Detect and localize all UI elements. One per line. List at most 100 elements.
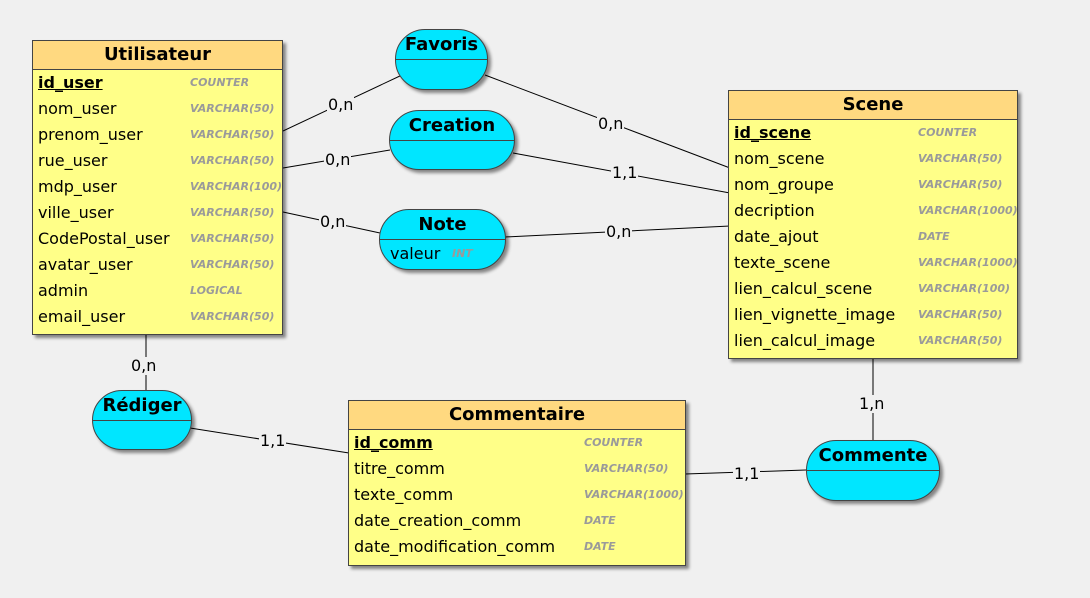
attribute-row[interactable]: lien_vignette_image VARCHAR(50) <box>729 302 1017 328</box>
attribute-name: texte_scene <box>734 253 831 272</box>
attribute-row[interactable]: date_creation_comm DATE <box>349 508 685 534</box>
cardinality-creation-scene: 1,1 <box>611 163 639 182</box>
relation-attribute: valeur INT <box>380 240 505 268</box>
relation-title: Creation <box>390 111 514 141</box>
attribute-type: DATE <box>584 514 616 527</box>
attribute-type: VARCHAR(50) <box>190 258 275 271</box>
attribute-row[interactable]: email_user VARCHAR(50) <box>33 304 282 330</box>
cardinality-favoris-scene: 0,n <box>597 114 625 133</box>
attribute-row[interactable]: avatar_user VARCHAR(50) <box>33 252 282 278</box>
attribute-row[interactable]: CodePostal_user VARCHAR(50) <box>33 226 282 252</box>
attribute-name: date_ajout <box>734 227 819 246</box>
relation-title: Commente <box>807 441 939 471</box>
cardinality-rediger-commentaire: 1,1 <box>259 431 287 450</box>
cardinality-rediger-utilisateur: 0,n <box>130 356 158 375</box>
attribute-type: VARCHAR(100) <box>918 282 1011 295</box>
entity-title: Utilisateur <box>33 41 282 70</box>
cardinality-note-scene: 0,n <box>605 222 633 241</box>
attribute-type: VARCHAR(50) <box>584 462 669 475</box>
attribute-name: nom_groupe <box>734 175 834 194</box>
attribute-row[interactable]: texte_scene VARCHAR(1000) <box>729 250 1018 276</box>
relation-commente[interactable]: Commente <box>806 440 940 501</box>
attribute-row[interactable]: date_modification_comm DATE <box>349 534 685 560</box>
attribute-type: DATE <box>918 230 950 243</box>
attribute-name: prenom_user <box>38 125 143 144</box>
attribute-type: DATE <box>584 540 616 553</box>
attribute-name: decription <box>734 201 815 220</box>
attribute-type: COUNTER <box>584 436 644 449</box>
attribute-type: COUNTER <box>190 76 250 89</box>
cardinality-note-utilisateur: 0,n <box>319 212 347 231</box>
relation-attribute-type: INT <box>452 247 473 260</box>
attribute-name: mdp_user <box>38 177 117 196</box>
primary-key-name: id_comm <box>354 433 433 452</box>
relation-note[interactable]: Note valeur INT <box>379 209 506 270</box>
attribute-type: VARCHAR(50) <box>918 334 1003 347</box>
attribute-row[interactable]: nom_scene VARCHAR(50) <box>729 146 1017 172</box>
attribute-row[interactable]: lien_calcul_image VARCHAR(50) <box>729 328 1017 354</box>
attribute-type: VARCHAR(50) <box>190 232 275 245</box>
cardinality-favoris-utilisateur: 0,n <box>327 95 355 114</box>
attribute-row[interactable]: texte_comm VARCHAR(1000) <box>349 482 685 508</box>
relation-attribute-name: valeur <box>390 244 441 263</box>
attribute-type: VARCHAR(1000) <box>584 488 684 501</box>
attribute-type: COUNTER <box>918 126 978 139</box>
attribute-name: email_user <box>38 307 126 326</box>
relation-title: Note <box>380 210 505 240</box>
relation-favoris[interactable]: Favoris <box>395 29 488 90</box>
attribute-row[interactable]: rue_user VARCHAR(50) <box>33 148 282 174</box>
attribute-name: lien_calcul_image <box>734 331 876 350</box>
attribute-name: texte_comm <box>354 485 454 504</box>
attribute-type: VARCHAR(50) <box>918 178 1003 191</box>
attribute-name: rue_user <box>38 151 108 170</box>
cardinality-commente-scene: 1,n <box>858 394 886 413</box>
primary-key-name: id_scene <box>734 123 812 142</box>
attribute-type: VARCHAR(100) <box>190 180 283 193</box>
relation-creation[interactable]: Creation <box>389 110 515 170</box>
attribute-type: VARCHAR(1000) <box>918 256 1018 269</box>
attribute-name: date_creation_comm <box>354 511 522 530</box>
attribute-name: ville_user <box>38 203 114 222</box>
attribute-name: date_modification_comm <box>354 537 556 556</box>
attribute-name: avatar_user <box>38 255 133 274</box>
attribute-type: VARCHAR(50) <box>918 308 1003 321</box>
entity-title: Scene <box>729 91 1017 120</box>
attribute-row[interactable]: date_ajout DATE <box>729 224 1017 250</box>
relation-rediger[interactable]: Rédiger <box>92 390 192 450</box>
relation-title: Rédiger <box>93 391 191 421</box>
attribute-type: VARCHAR(50) <box>190 154 275 167</box>
attribute-row[interactable]: id_user COUNTER <box>33 70 282 96</box>
entity-title: Commentaire <box>349 401 685 430</box>
attribute-row[interactable]: id_scene COUNTER <box>729 120 1017 146</box>
primary-key-name: id_user <box>38 73 103 92</box>
attribute-name: CodePostal_user <box>38 229 170 248</box>
attribute-type: VARCHAR(50) <box>190 102 275 115</box>
attribute-row[interactable]: prenom_user VARCHAR(50) <box>33 122 282 148</box>
relation-title: Favoris <box>396 30 487 60</box>
attribute-row[interactable]: id_comm COUNTER <box>349 430 685 456</box>
cardinality-creation-utilisateur: 0,n <box>324 150 352 169</box>
cardinality-commente-commentaire: 1,1 <box>733 464 761 483</box>
attribute-name: lien_vignette_image <box>734 305 896 324</box>
attribute-row[interactable]: nom_groupe VARCHAR(50) <box>729 172 1017 198</box>
attribute-name: lien_calcul_scene <box>734 279 873 298</box>
attribute-name: admin <box>38 281 89 300</box>
attribute-type: VARCHAR(50) <box>918 152 1003 165</box>
attribute-type: VARCHAR(50) <box>190 128 275 141</box>
attribute-row[interactable]: mdp_user VARCHAR(100) <box>33 174 282 200</box>
attribute-type: VARCHAR(50) <box>190 310 275 323</box>
attribute-row[interactable]: decription VARCHAR(1000) <box>729 198 1018 224</box>
attribute-type: VARCHAR(1000) <box>918 204 1018 217</box>
attribute-name: nom_scene <box>734 149 825 168</box>
attribute-row[interactable]: lien_calcul_scene VARCHAR(100) <box>729 276 1017 302</box>
